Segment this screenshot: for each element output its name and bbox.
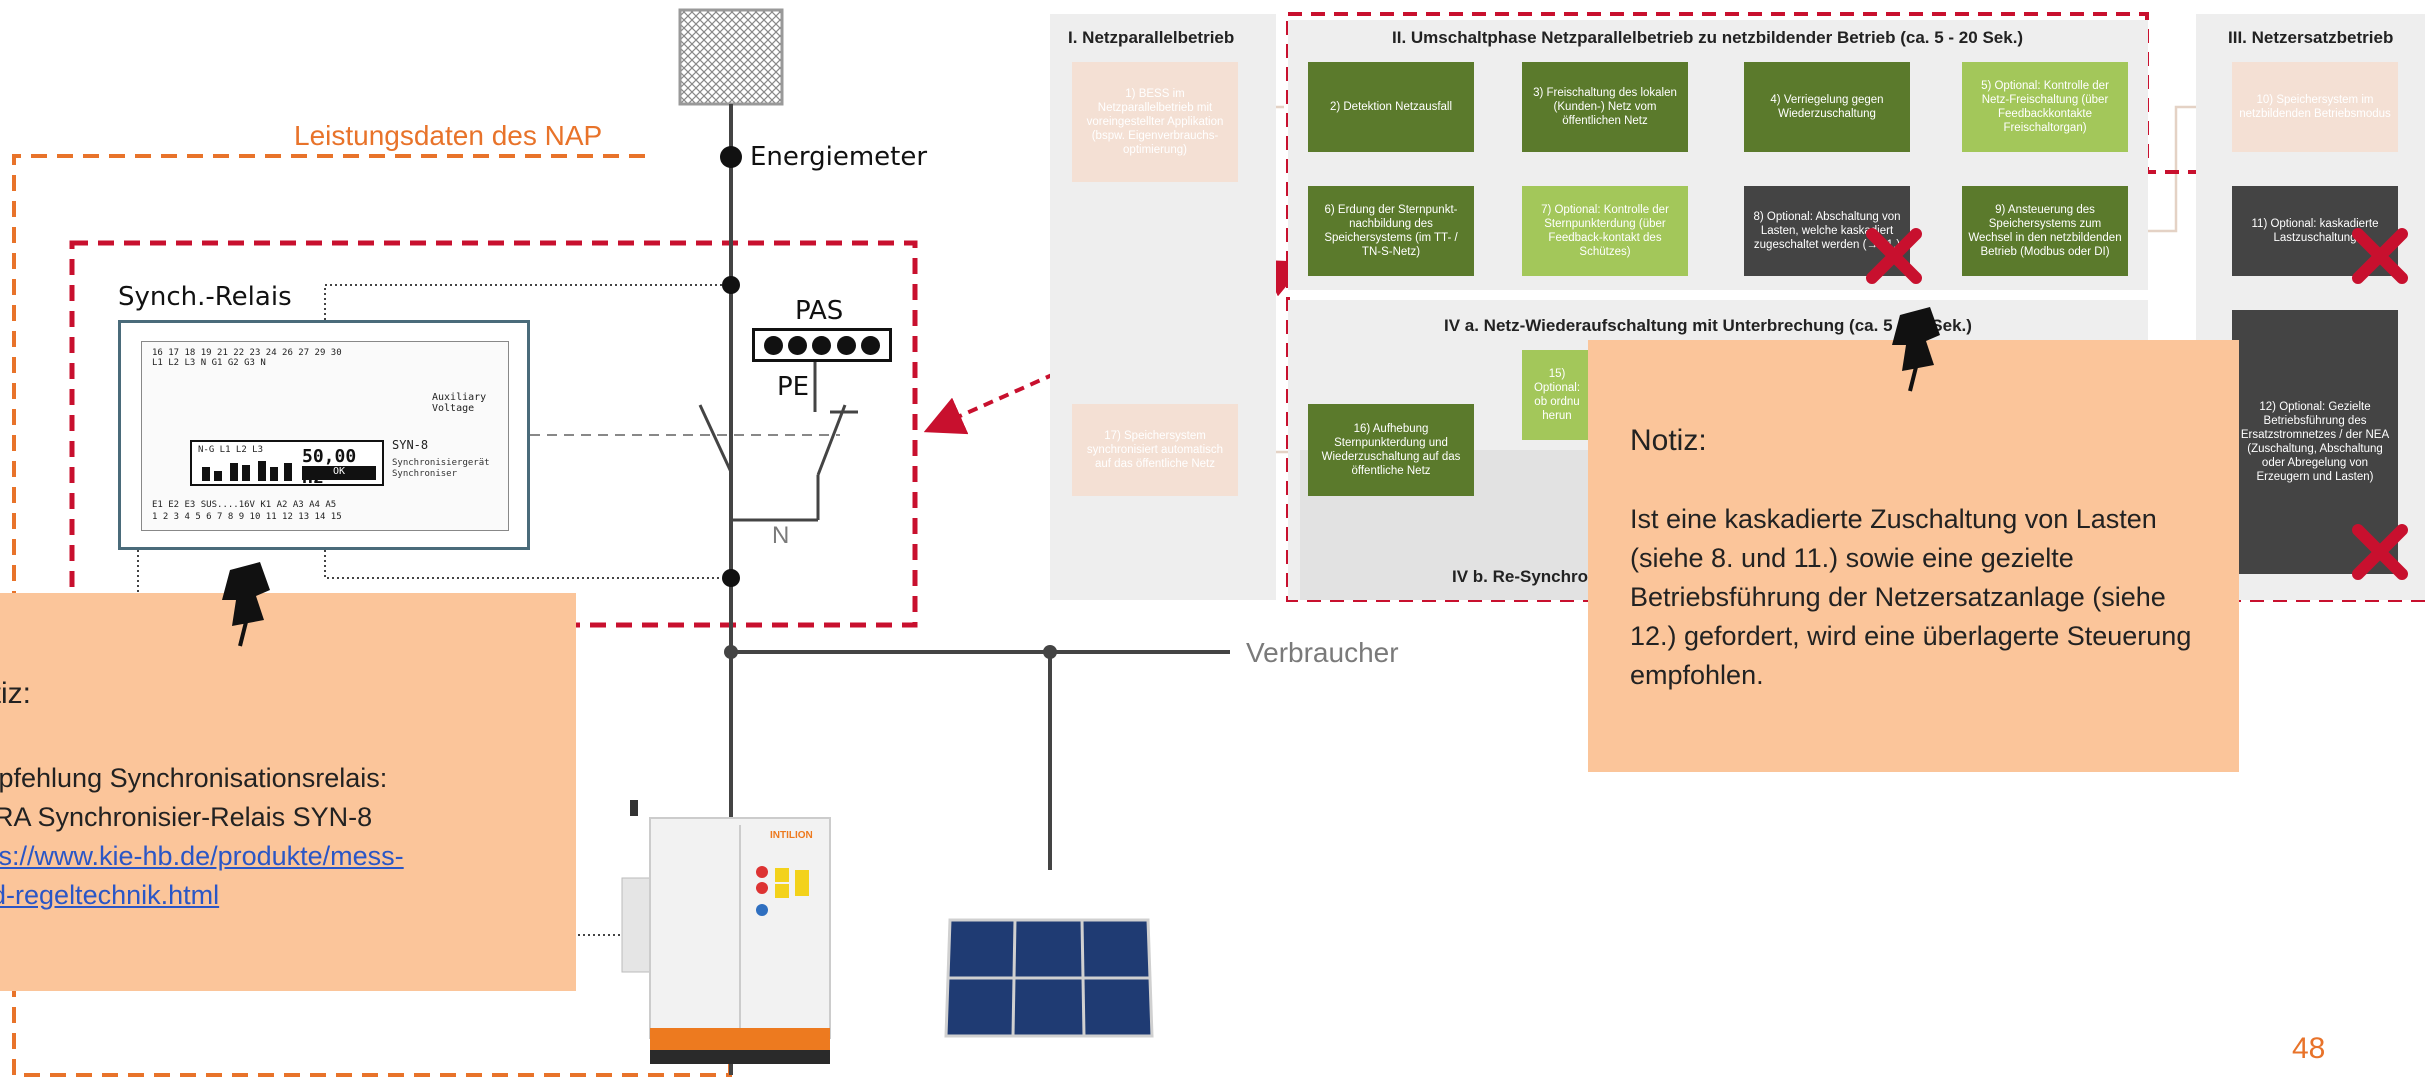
note-right-body: Ist eine kaskadierte Zuschaltung von Las… [1630, 504, 2192, 690]
relay-top-terminal-names: L1 L2 L3 N G1 G2 G3 N [152, 358, 266, 368]
note-left-line2: ERA Synchronisier-Relais SYN-8 [0, 802, 373, 832]
phase3-title: III. Netzersatzbetrieb [2228, 28, 2394, 47]
battery-brand: INTILION [770, 830, 813, 841]
relay-model: SYN-8 [392, 438, 429, 452]
flow-step-1: 1) BESS im Netzparallelbetrieb mit vorei… [1072, 62, 1238, 182]
relay-title: Synch.-Relais [118, 282, 292, 312]
flow-step-15: 15) Optional: ob ordnu herun [1522, 350, 1592, 440]
pushpin-icon [1892, 307, 1940, 392]
relay-aux-voltage: Auxiliary Voltage [432, 392, 487, 414]
relay-bar-labels: N-G L1 L2 L3 [198, 445, 264, 455]
sync-relay-device: 16 17 18 19 21 22 23 24 26 27 29 30 L1 L… [118, 320, 530, 550]
pushpin-icon [222, 562, 270, 647]
relay-bottom-terminal-numbers: 1 2 3 4 5 6 7 8 9 10 11 12 13 14 15 [152, 512, 342, 522]
consumer-label: Verbraucher [1246, 637, 1399, 668]
relay-bottom-terminal-names: E1 E2 E3 SUS....16V K1 A2 A3 A4 A5 [152, 500, 337, 510]
cross-icon [2352, 228, 2408, 284]
phase1-title: I. Netzparallelbetrieb [1068, 28, 1235, 47]
pe-label: PE [777, 372, 810, 402]
relay-faceplate: 16 17 18 19 21 22 23 24 26 27 29 30 L1 L… [141, 341, 509, 531]
pas-label: PAS [795, 296, 844, 326]
note-left-link-cont[interactable]: nd-regeltechnik.html [0, 880, 220, 910]
relay-status: OK [302, 466, 376, 480]
flow-step-7: 7) Optional: Kontrolle der Sternpunkterd… [1522, 186, 1688, 276]
cross-icon [2352, 524, 2408, 580]
relay-subtitle: Synchronisiergerät Synchroniser [392, 458, 490, 479]
cross-icon [1866, 228, 1922, 284]
relay-top-terminal-numbers: 16 17 18 19 21 22 23 24 26 27 29 30 [152, 348, 342, 358]
flow-step-5: 5) Optional: Kontrolle der Netz-Freischa… [1962, 62, 2128, 152]
grid-connection [678, 8, 784, 106]
flow-step-4: 4) Verriegelung gegen Wiederzuschaltung [1744, 62, 1910, 152]
note-left-heading: otiz: [0, 677, 32, 710]
phase2-title: II. Umschaltphase Netzparallelbetrieb zu… [1392, 28, 2024, 47]
energy-meter-label: Energiemeter [750, 142, 928, 172]
flow-step-2: 2) Detektion Netzausfall [1308, 62, 1474, 152]
flow-step-16: 16) Aufhebung Sternpunkterdung und Wiede… [1308, 404, 1474, 496]
note-left: otiz: mpfehlung Synchronisationsrelais: … [0, 593, 576, 991]
pas-busbar [752, 328, 892, 362]
flow-step-9: 9) Ansteuerung des Speichersystems zum W… [1962, 186, 2128, 276]
flow-step-3: 3) Freischaltung des lokalen (Kunden-) N… [1522, 62, 1688, 152]
page-number: 48 [2292, 1032, 2326, 1065]
flow-step-12: 12) Optional: Gezielte Betriebsführung d… [2232, 310, 2398, 574]
phase4b-title: IV b. Re-Synchro [1452, 567, 1589, 586]
relay-display: N-G L1 L2 L3 50,00 Hz OK [190, 440, 384, 488]
note-right: Notiz: Ist eine kaskadierte Zuschaltung … [1588, 340, 2239, 772]
battery-cabinet [621, 800, 831, 1064]
note-right-heading: Notiz: [1630, 424, 1707, 457]
note-left-link[interactable]: tps://www.kie-hb.de/produkte/mess- [0, 841, 404, 871]
phase4a-title: IV a. Netz-Wiederaufschaltung mit Unterb… [1444, 316, 1972, 335]
flow-step-6: 6) Erdung der Sternpunkt-nachbildung des… [1308, 186, 1474, 276]
flow-step-17: 17) Speichersystem synchronisiert automa… [1072, 404, 1238, 496]
solar-panel [944, 918, 1154, 1038]
n-label: N [772, 522, 790, 549]
note-left-line1: mpfehlung Synchronisationsrelais: [0, 763, 388, 793]
nap-title: Leistungsdaten des NAP [294, 120, 603, 151]
flow-step-10: 10) Speichersystem im netzbildenden Betr… [2232, 62, 2398, 152]
note-left-body: mpfehlung Synchronisationsrelais: ERA Sy… [0, 759, 576, 915]
